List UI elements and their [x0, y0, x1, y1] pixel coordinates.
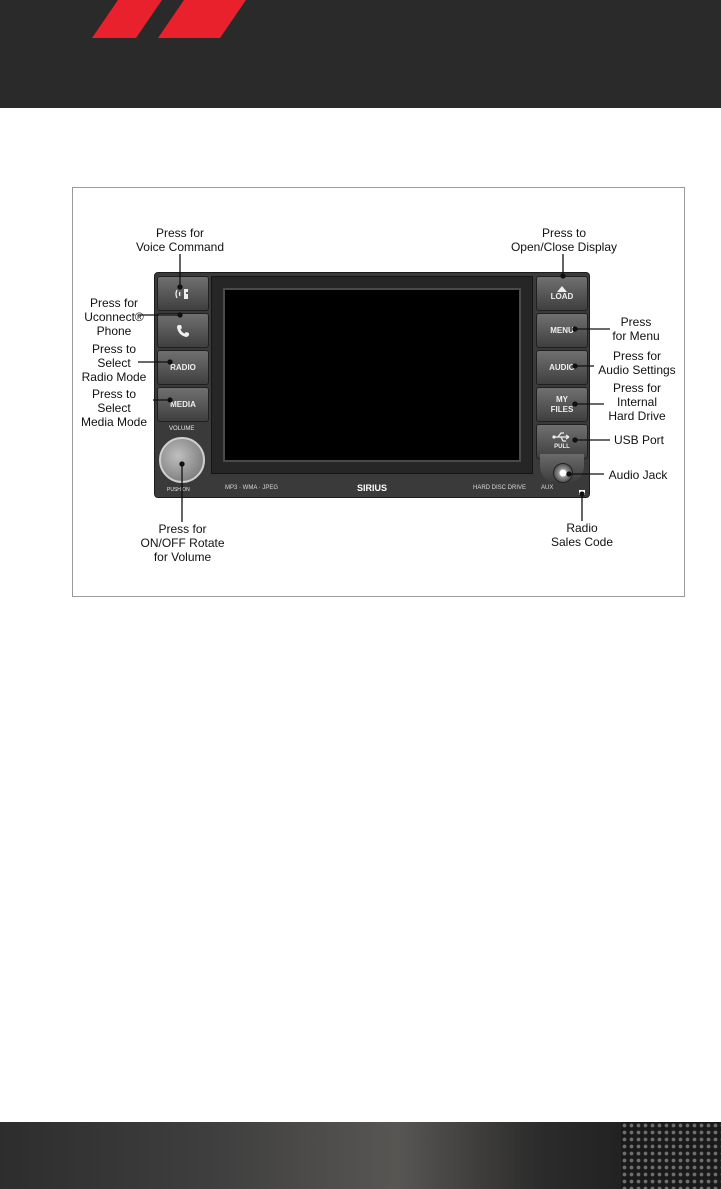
callout-line: Radio: [566, 521, 598, 535]
usb-port[interactable]: PULL: [536, 424, 588, 459]
load-button[interactable]: LOAD: [536, 276, 588, 311]
callout-line: Radio Mode: [81, 370, 147, 384]
brand-stripes-logo: [92, 0, 246, 38]
callout-line: Voice Command: [135, 240, 225, 254]
radio-mode-button[interactable]: RADIO: [157, 350, 209, 385]
voice-command-icon: [175, 288, 188, 299]
callout-line: Media Mode: [80, 415, 148, 429]
load-label: LOAD: [550, 291, 574, 301]
audio-button[interactable]: AUDIO: [536, 350, 588, 385]
radio-mode-callout: Press to Select Radio Mode: [76, 342, 152, 384]
vehicle-grille-image: [621, 1122, 721, 1189]
voice-command-callout: Press for Voice Command: [120, 226, 240, 254]
callout-line: Phone: [96, 324, 132, 338]
pull-label: PULL: [554, 443, 570, 450]
media-mode-button[interactable]: MEDIA: [157, 387, 209, 422]
callout-line: for Menu: [612, 329, 660, 343]
callout-line: Sales Code: [550, 535, 614, 549]
hard-disc-label: HARD DISC DRIVE: [473, 485, 527, 491]
callout-line: Select: [97, 401, 131, 415]
usb-port-callout: USB Port: [609, 433, 669, 447]
open-close-display-callout: Press to Open/Close Display: [494, 226, 634, 254]
volume-callout: Press for ON/OFF Rotate for Volume: [130, 522, 235, 564]
volume-label: VOLUME: [169, 426, 195, 432]
callout-line: for Volume: [153, 550, 212, 564]
radio-bottom-strip: MP3 · WMA · JPEG SIRIUS HARD DISC DRIVE …: [211, 483, 591, 497]
eject-icon: [557, 285, 567, 292]
audio-jack-callout: Audio Jack: [603, 468, 673, 482]
footer-photo-banner: [0, 1122, 721, 1189]
callout-line: Press to: [541, 226, 586, 240]
hard-drive-callout: Press for Internal Hard Drive: [600, 381, 674, 423]
callout-line: Uconnect®: [84, 310, 144, 324]
right-button-column: LOAD MENU AUDIO MY FILES PULL: [536, 276, 588, 494]
volume-knob[interactable]: [159, 437, 205, 483]
my-files-button[interactable]: MY FILES: [536, 387, 588, 422]
menu-callout: Press for Menu: [604, 315, 668, 343]
sirius-logo: SIRIUS: [357, 483, 388, 493]
menu-button[interactable]: MENU: [536, 313, 588, 348]
callout-line: Press to: [91, 387, 136, 401]
format-label: MP3 · WMA · JPEG: [225, 485, 279, 491]
audio-settings-callout: Press for Audio Settings: [592, 349, 682, 377]
uconnect-phone-callout: Press for Uconnect® Phone: [76, 296, 152, 338]
callout-line: Press for: [612, 349, 661, 363]
callout-line: Select: [97, 356, 131, 370]
display-screen[interactable]: [223, 288, 521, 462]
callout-line: Press: [620, 315, 652, 329]
media-mode-callout: Press to Select Media Mode: [76, 387, 152, 429]
callout-line: Hard Drive: [608, 409, 666, 423]
radio-sales-code-callout: Radio Sales Code: [540, 521, 624, 549]
left-button-column: RADIO MEDIA: [157, 276, 209, 494]
audio-jack[interactable]: [553, 463, 573, 483]
voice-command-button[interactable]: [157, 276, 209, 311]
callout-line: Internal: [616, 395, 658, 409]
callout-line: Audio Settings: [598, 363, 676, 377]
callout-line: Press to: [91, 342, 136, 356]
callout-line: USB Port: [613, 433, 664, 447]
phone-button[interactable]: [157, 313, 209, 348]
callout-line: Open/Close Display: [510, 240, 618, 254]
callout-line: Press for: [89, 296, 138, 310]
header-bar: [0, 0, 721, 108]
push-on-label: PUSH ON: [167, 487, 190, 493]
callout-line: Press for: [612, 381, 661, 395]
phone-icon: [177, 324, 189, 337]
callout-line: Audio Jack: [608, 468, 668, 482]
callout-line: Press for: [155, 226, 204, 240]
usb-icon: [552, 431, 570, 442]
callout-line: ON/OFF Rotate: [140, 536, 225, 550]
aux-label: AUX: [541, 485, 554, 491]
callout-line: Press for: [158, 522, 207, 536]
